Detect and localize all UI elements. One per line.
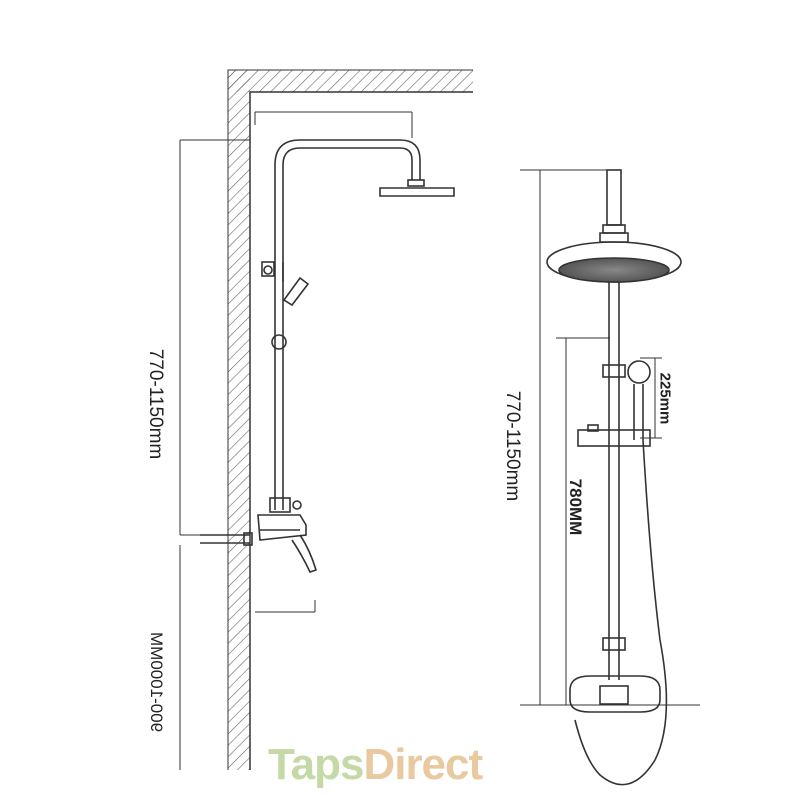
right-dimension-lines — [520, 169, 700, 706]
left-height-label: 770-1150mm — [145, 348, 166, 460]
right-height-label: 770-1150mm — [502, 390, 523, 502]
shower-front-view — [546, 169, 682, 786]
logo-part-taps: Taps — [268, 740, 364, 789]
wall-section — [227, 69, 473, 770]
shower-side-view — [200, 139, 455, 573]
left-bottom-label: 900-1000MM — [147, 631, 166, 733]
left-dimension-lines — [179, 111, 413, 770]
right-small-label: 225mm — [656, 372, 674, 425]
right-mid-label: 780MM — [566, 478, 585, 536]
logo-part-direct: Direct — [363, 740, 483, 789]
brand-logo: TapsDirect — [268, 740, 483, 790]
